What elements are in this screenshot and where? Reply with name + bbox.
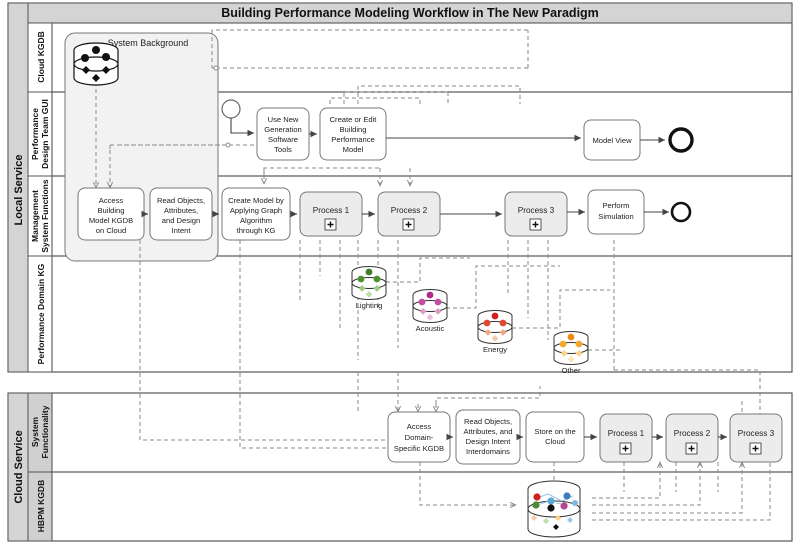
task-access-building-model-line2: Building [97,206,124,215]
task-model-view[interactable]: Model View [583,119,641,161]
task-model-view-label: Model View [592,136,632,145]
task-read-objects-interdomains-line2: Attributes, and [464,427,513,436]
lane-header-system-functionality [27,392,53,473]
task-create-or-edit-model[interactable]: Create or Edit Building Performance Mode… [319,107,387,161]
lane-label-system-functionality-line1: System [30,416,40,447]
lane-header-cloud-kgdb [27,22,53,93]
process-cloud-1-label: Process 1 [608,429,645,438]
task-create-model-kg[interactable]: Create Model by Applying Graph Algorithm… [221,187,291,241]
process-cloud-3-label: Process 3 [738,429,775,438]
task-create-or-edit-model-line2: Building [339,125,366,134]
subprocess-system-background-label: System Background [108,38,189,48]
task-perform-simulation-line1: Perform [602,201,629,210]
task-use-new-gen-tools-line3: Software [268,135,298,144]
process-local-3-label: Process 3 [518,206,555,215]
datastore-acoustic[interactable]: Acoustic [412,289,448,334]
process-local-2[interactable]: Process 2 [377,191,441,237]
task-access-domain-kgdb-line3: Specific KGDB [394,444,444,453]
task-read-objects-interdomains-line3: Design Intent [466,437,512,446]
sequence-flows-management [141,208,669,218]
datastore-lighting[interactable]: Lighting [351,266,387,311]
datastore-acoustic-label: Acoustic [416,324,445,333]
process-cloud-1[interactable]: Process 1 [599,413,653,463]
process-cloud-2-label: Process 2 [674,429,711,438]
task-create-model-kg-line2: Applying Graph [230,206,282,215]
task-access-domain-kgdb[interactable]: Access Domain- Specific KGDB [387,411,451,463]
datastore-lighting-label: Lighting [356,301,383,310]
datastore-other-label: Other [562,366,581,375]
task-create-model-kg-line1: Create Model by [228,196,284,205]
task-create-model-kg-line4: through KG [237,226,276,235]
start-event[interactable] [221,99,254,137]
message-flows [92,29,771,521]
task-use-new-gen-tools-line1: Use New [268,115,299,124]
lane-header-hbpm-kgdb [27,471,53,542]
task-store-on-cloud[interactable]: Store on the Cloud [525,411,585,463]
task-access-domain-kgdb-line2: Domain- [405,433,434,442]
pool-label-cloud-service: Cloud Service [13,430,25,503]
lane-label-perf-domain-kg: Performance Domain KG [36,263,46,364]
lane-header-perf-domain-kg [27,255,53,373]
pool-cloud-service: Cloud Service System Functionality HBPM … [7,392,793,542]
end-event-model-view[interactable] [668,127,694,153]
datastore-cloud-kgdb[interactable] [73,42,119,86]
page-title: Building Performance Modeling Workflow i… [221,6,599,20]
task-read-objects-line1: Read Objects, [157,196,205,205]
task-access-domain-kgdb-line1: Access [407,422,432,431]
task-read-objects-interdomains[interactable]: Read Objects, Attributes, and Design Int… [455,409,521,465]
datastore-hbpm-kgdb[interactable] [527,480,581,538]
process-local-1[interactable]: Process 1 [299,191,363,237]
datastore-other[interactable]: Other [553,331,589,376]
process-local-1-label: Process 1 [313,206,350,215]
task-perform-simulation-line2: Simulation [598,212,633,221]
lane-label-perf-design-gui-line1: Performance [30,108,40,160]
task-read-objects-line3: and Design [162,216,200,225]
pool-label-local-service: Local Service [13,155,25,226]
lane-label-system-functionality-line2: Functionality [40,405,50,458]
task-create-model-kg-line3: Algorithm [240,216,272,225]
lane-label-mgmt-sys-functions-line1: Management [30,190,40,242]
task-access-building-model-line4: on Cloud [96,226,126,235]
datastore-energy[interactable]: Energy [477,310,513,355]
task-store-on-cloud-line2: Cloud [545,437,565,446]
task-create-or-edit-model-line1: Create or Edit [330,115,378,124]
process-local-3[interactable]: Process 3 [504,191,568,237]
lane-label-cloud-kgdb: Cloud KGDB [36,31,46,82]
task-read-objects-interdomains-line4: Interdomains [466,447,510,456]
end-event-simulation[interactable] [670,201,692,223]
task-access-building-model[interactable]: Access Building Model KGDB on Cloud [77,187,145,241]
task-perform-simulation[interactable]: Perform Simulation [587,189,645,235]
pool-local-service: Local Service Building Performance Model… [7,2,793,373]
task-read-objects[interactable]: Read Objects, Attributes, and Design Int… [149,187,213,241]
task-access-building-model-line3: Model KGDB [89,216,133,225]
task-use-new-gen-tools-line4: Tools [274,145,292,154]
task-access-building-model-line1: Access [99,196,124,205]
lane-label-hbpm-kgdb: HBPM KGDB [36,480,46,532]
task-read-objects-line4: Intent [172,226,192,235]
datastore-energy-label: Energy [483,345,507,354]
task-use-new-gen-tools-line2: Generation [264,125,302,134]
task-read-objects-interdomains-line1: Read Objects, [464,417,512,426]
process-local-2-label: Process 2 [391,206,428,215]
task-store-on-cloud-line1: Store on the [534,427,575,436]
process-cloud-2[interactable]: Process 2 [665,413,719,463]
process-cloud-3[interactable]: Process 3 [729,413,783,463]
lane-label-mgmt-sys-functions-line2: System Functions [40,179,50,252]
task-create-or-edit-model-line4: Model [343,145,364,154]
task-create-or-edit-model-line3: Performance [331,135,374,144]
task-read-objects-line2: Attributes, [164,206,198,215]
task-use-new-gen-tools[interactable]: Use New Generation Software Tools [256,107,310,161]
lane-label-perf-design-gui-line2: Design Team GUI [40,99,50,169]
